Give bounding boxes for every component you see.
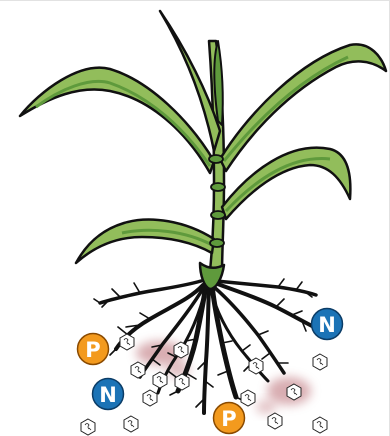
soil-particle-icon: [81, 419, 95, 435]
leaf-middle-right: [222, 148, 350, 219]
phosphorus-marker: P: [214, 403, 245, 434]
phosphorus-symbol: P: [221, 407, 236, 431]
soil-particle-icon: [120, 334, 134, 350]
phosphorus-symbol: P: [85, 338, 100, 362]
nitrogen-symbol: N: [99, 383, 117, 407]
leaf-lower-left: [76, 220, 214, 263]
soil-particle-icon: [268, 413, 282, 429]
soil-particle-icon: [175, 374, 189, 390]
soil-particle-icon: [131, 362, 145, 378]
leaf-upper-left: [20, 68, 214, 173]
soil-particle-icon: [143, 390, 157, 406]
soil-particle-icon: [153, 372, 167, 388]
soil-particle-icon: [313, 417, 327, 433]
soil-patch: [256, 400, 276, 414]
soil-particle-icon: [313, 354, 327, 370]
soil-particle-icon: [174, 342, 188, 358]
nitrogen-marker: N: [312, 309, 343, 340]
corn-plant-icon: [20, 11, 386, 289]
soil-particle-icon: [287, 384, 301, 400]
phosphorus-marker: P: [78, 334, 109, 365]
nitrogen-marker: N: [93, 379, 124, 410]
soil-particle-icon: [249, 358, 263, 374]
nitrogen-symbol: N: [318, 313, 336, 337]
soil-particle-icon: [124, 416, 138, 432]
soil-particle-icon: [241, 390, 255, 406]
